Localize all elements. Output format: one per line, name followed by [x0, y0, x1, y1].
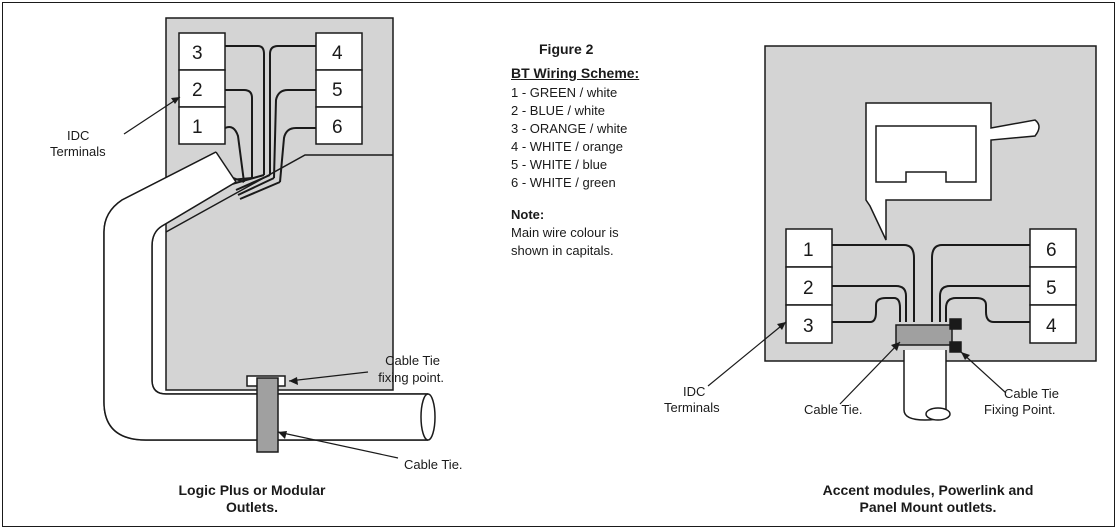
wiring-legend: Figure 2 BT Wiring Scheme: 1 - GREEN / w…: [511, 40, 711, 260]
right-cable-tie-fixing-point-b: [949, 341, 962, 353]
right-idc-label-line2: Terminals: [664, 400, 720, 415]
left-tie-point-leader: [288, 371, 369, 382]
left-terminal-1: 1: [192, 117, 203, 138]
left-terminal-box-1: [178, 106, 226, 145]
left-wire-bundle: [227, 174, 281, 200]
left-outlet-inner-edge: [165, 154, 393, 233]
left-terminal-2: 2: [192, 80, 203, 101]
right-cable-tie-fixing-point-a: [949, 318, 962, 330]
scheme-heading: BT Wiring Scheme:: [511, 65, 640, 81]
right-terminal-box-4: [1029, 304, 1077, 344]
left-terminal-box-6: [315, 106, 363, 145]
wiring-item-4: 4 - WHITE / orange: [511, 139, 623, 154]
wiring-item-1: 1 - GREEN / white: [511, 85, 618, 100]
left-outlet-diagram: [103, 17, 436, 459]
left-tie-point-label-line1: Cable Tie: [385, 353, 440, 368]
right-terminal-5: 5: [1046, 278, 1057, 299]
left-idc-leader: [123, 96, 181, 135]
left-caption: Logic Plus or Modular Outlets.: [152, 482, 352, 516]
right-wire-4: [945, 297, 1030, 323]
wiring-item-2: 2 - BLUE / white: [511, 103, 605, 118]
right-tie-point-label-line2: Fixing Point.: [984, 402, 1056, 417]
left-terminal-labels: 3 2 1 4 5 6: [192, 43, 343, 138]
left-idc-label-line2: Terminals: [50, 144, 106, 159]
right-idc-leader: [707, 321, 787, 387]
left-tie-leader: [277, 431, 399, 459]
right-caption: Accent modules, Powerlink and Panel Moun…: [778, 482, 1078, 516]
left-terminal-5: 5: [332, 80, 343, 101]
right-wire-6: [931, 244, 1030, 322]
note-text: Main wire colour is shown in capitals.: [511, 225, 619, 258]
left-cable-tie: [256, 377, 279, 453]
right-terminal-2: 2: [803, 278, 814, 299]
right-terminal-3: 3: [803, 316, 814, 337]
right-terminal-box-5: [1029, 266, 1077, 306]
right-wire-5: [939, 285, 1030, 322]
figure-title: Figure 2: [539, 41, 594, 57]
note-title: Note:: [511, 207, 545, 222]
right-tie-point-label-line1: Cable Tie: [1004, 386, 1059, 401]
left-terminal-box-5: [315, 69, 363, 108]
right-terminal-box-6: [1029, 228, 1077, 268]
left-tie-point-label-line2: fixing point.: [378, 370, 444, 385]
left-terminal-3: 3: [192, 43, 203, 64]
left-caption-line2: Outlets.: [225, 499, 279, 515]
right-tie-label: Cable Tie.: [804, 402, 863, 417]
right-caption-line2: Panel Mount outlets.: [859, 499, 997, 515]
left-idc-label-line1: IDC: [67, 128, 89, 143]
left-wire-4: [269, 45, 316, 175]
left-tie-label: Cable Tie.: [404, 457, 463, 472]
right-outlet-diagram: [707, 45, 1097, 421]
left-wire-5: [273, 89, 316, 179]
left-wire-6: [279, 127, 316, 183]
right-terminal-labels: 1 2 3 6 5 4: [803, 240, 1057, 337]
left-caption-line1: Logic Plus or Modular: [178, 482, 326, 498]
wiring-item-5: 5 - WHITE / blue: [511, 157, 608, 172]
right-idc-label-line1: IDC: [683, 384, 705, 399]
left-terminal-6: 6: [332, 117, 343, 138]
right-wire-1: [832, 244, 915, 322]
right-terminal-6: 6: [1046, 240, 1057, 261]
wiring-list: 1 - GREEN / white 2 - BLUE / white 3 - O…: [511, 84, 711, 192]
left-wire-1: [224, 126, 245, 183]
left-cable-end: [420, 393, 436, 441]
left-terminal-box-4: [315, 32, 363, 71]
right-cable-end: [925, 407, 951, 421]
left-wire-2: [225, 89, 253, 178]
right-tie-leader: [839, 341, 901, 405]
right-terminal-box-3: [785, 304, 833, 344]
left-cable-fill: [104, 152, 428, 440]
wiring-item-3: 3 - ORANGE / white: [511, 121, 628, 136]
left-terminal-4: 4: [332, 43, 343, 64]
right-tie-point-leader: [960, 351, 1007, 394]
right-wire-2: [832, 285, 907, 322]
left-cable-sheath-end: [215, 151, 237, 183]
right-cable-tie: [895, 324, 953, 346]
right-wire-3: [832, 297, 901, 323]
wiring-item-6: 6 - WHITE / green: [511, 175, 616, 190]
right-terminal-1: 1: [803, 240, 814, 261]
right-terminal-4: 4: [1046, 316, 1057, 337]
left-wire-3: [225, 45, 265, 175]
right-terminal-box-1: [785, 228, 833, 268]
rj-socket-opening: [875, 125, 977, 183]
right-caption-line1: Accent modules, Powerlink and: [822, 482, 1034, 498]
